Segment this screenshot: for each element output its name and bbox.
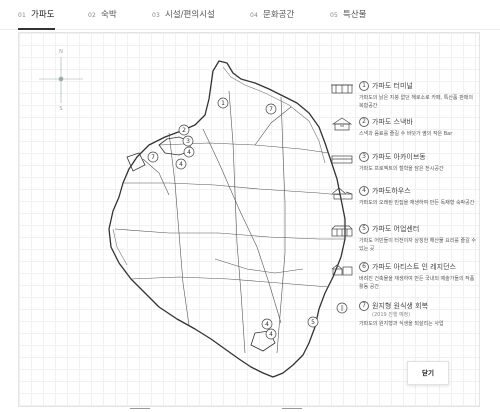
map-marker-7[interactable]: 7 [265,103,277,115]
tab-label: 문화공간 [263,10,295,20]
marker-label: 4 [265,321,269,328]
marker-label: 2 [182,127,186,134]
port-area [126,136,276,352]
legend-description: 버려진 건축물을 재생하여 만든 국내외 예술가들의 작품활동 공간 [359,276,475,290]
legend-title: 가파도 아카이브동 [372,153,426,161]
map-panel: N S 1 7 2 3 [18,32,480,407]
tab-specialties[interactable]: 05 특산물 [330,8,367,28]
terminal-building-icon [331,84,353,94]
legend-number: 5 [359,224,369,234]
snackbar-hut-icon [331,117,353,131]
legend-number: 2 [359,117,369,127]
tab-bar: 01 가파도 02 숙박 03 시설/편의시설 04 문화공간 05 특산물 [0,0,500,30]
island-map: N S 1 7 2 3 [39,49,346,378]
tab-gapado[interactable]: 01 가파도 [18,8,55,30]
legend-number: 4 [359,186,369,196]
legend-description: 가파도의 오래된 빈집을 재생하여 만든 독채형 숙박공간 [359,200,475,206]
legend-number: 3 [359,152,369,162]
marker-label: 5 [311,319,315,326]
legend-description: 가파도 프로젝트의 철학을 담은 전시공간 [359,166,444,172]
map-marker-4[interactable]: 4 [183,146,195,158]
tab-number: 02 [88,12,97,19]
marker-label: 7 [151,154,155,161]
tab-number: 03 [152,12,161,19]
legend-title: 가파도 스낵바 [372,118,413,126]
legend-number: 7 [359,301,369,311]
legend-description: 스낵과 음료를 즐길 수 바닷가 옆의 작은 Bar [359,131,453,137]
residence-icon [331,264,353,276]
legend-description: 가파도 어민들이 터전이자 상징한 해산물 요리를 즐길 수 있는 곳 [359,238,476,252]
marker-label: 3 [186,138,190,145]
compass-north-label: N [59,49,63,55]
marker-label: 4 [269,331,273,338]
map-marker-4b[interactable]: 4 [175,158,187,170]
map-marker-3[interactable]: 3 [182,135,194,147]
tab-number: 05 [330,12,339,19]
marker-label: 4 [187,149,191,156]
compass-south-label: S [59,106,62,112]
tab-culture[interactable]: 04 문화공간 [250,8,294,28]
legend-title: 가파도 어업센터 [372,225,420,233]
legend-number: 6 [359,262,369,272]
map-marker-4d[interactable]: 4 [265,328,277,340]
legend-title: 가파도하우스 [372,187,411,195]
tab-label: 가파도 [31,10,55,20]
vegetation-icon [336,302,348,314]
compass-icon [39,57,83,103]
legend-number: 1 [359,81,369,91]
tab-facilities[interactable]: 03 시설/편의시설 [152,8,215,28]
tab-lodging[interactable]: 02 숙박 [88,8,117,28]
legend-subtitle: (2019 진행 예정) [372,312,411,318]
marker-label: 4 [179,161,183,168]
island-outline [108,60,346,378]
tab-number: 04 [250,12,259,19]
road-network [114,90,345,354]
tab-label: 특산물 [343,10,367,20]
tab-label: 숙박 [101,10,117,20]
island-shoreline [112,66,326,266]
map-marker-5[interactable]: 5 [307,316,319,328]
house-icon [331,187,353,200]
fishery-center-icon [331,225,353,237]
legend-description: 가파도의 원지형과 식생을 되살리는 사업 [359,321,444,327]
map-marker-7b[interactable]: 7 [147,151,159,163]
legend-title: 가파도 터미널 [372,82,413,90]
map-marker-2[interactable]: 2 [178,124,190,136]
bottom-tab-indicators [0,408,500,412]
legend-title: 가파도 아티스트 인 레지던스 [372,263,456,271]
legend-title: 원지형 원식생 회복 [372,302,428,310]
map-marker-4c[interactable]: 4 [261,318,273,330]
marker-label: 7 [269,106,273,113]
map-marker-1[interactable]: 1 [217,97,229,109]
close-button[interactable]: 닫기 [407,361,449,385]
marker-label: 1 [221,100,225,107]
archive-building-icon [331,155,353,164]
legend-description: 가파도의 낡은 지붕 없던 해로소로 카페, 특산품 판매의 복합공간 [359,95,473,109]
tab-number: 01 [18,12,27,19]
tab-label: 시설/편의시설 [165,10,215,20]
